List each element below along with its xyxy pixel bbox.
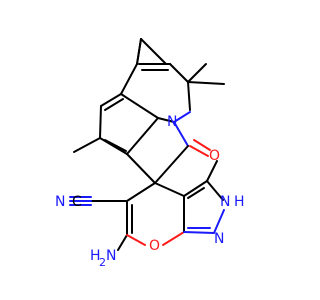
atom-oxygen: O xyxy=(209,148,220,164)
bond xyxy=(100,93,122,107)
bond xyxy=(117,234,128,251)
bond xyxy=(104,139,127,152)
bond xyxy=(193,139,211,151)
atom-hydrogen: H xyxy=(234,194,245,210)
bond xyxy=(187,187,205,199)
bond xyxy=(126,153,156,184)
atom-oxygen: O xyxy=(149,238,160,254)
bond xyxy=(206,160,218,182)
bond xyxy=(126,234,146,246)
bond xyxy=(104,98,124,111)
molecule-structure: N O N C O N H N H 2 N xyxy=(55,38,245,269)
bond xyxy=(169,63,189,83)
bond xyxy=(173,111,191,123)
bond xyxy=(187,63,207,83)
bond xyxy=(213,209,225,234)
atom-carbon: C xyxy=(72,194,82,210)
atom-nitrogen: N xyxy=(55,194,65,210)
bond xyxy=(126,182,156,202)
atom-nitrogen: N xyxy=(214,231,224,247)
bond xyxy=(173,121,189,147)
bond xyxy=(140,38,167,65)
bond xyxy=(162,231,185,246)
bond xyxy=(206,180,224,201)
bond xyxy=(154,182,185,197)
bond xyxy=(120,93,159,119)
bond xyxy=(183,231,215,234)
bond xyxy=(99,137,128,155)
bond xyxy=(183,180,208,197)
bond xyxy=(189,145,209,157)
bond xyxy=(154,145,189,184)
bond xyxy=(120,63,138,95)
bond xyxy=(136,38,142,65)
atom-nitrogen: N xyxy=(167,114,177,130)
bond xyxy=(126,117,159,155)
bond xyxy=(157,117,175,123)
atom-nitrogen: N xyxy=(220,194,230,210)
bond xyxy=(73,137,101,153)
bond xyxy=(187,81,225,85)
molecule-canvas: N O N C O N H N H 2 N xyxy=(55,38,245,269)
bond xyxy=(99,105,102,139)
amine-hydrogen: H xyxy=(90,248,101,264)
atom-nitrogen: N xyxy=(106,248,116,264)
amine-subscript: 2 xyxy=(99,256,106,269)
bond xyxy=(187,81,191,111)
